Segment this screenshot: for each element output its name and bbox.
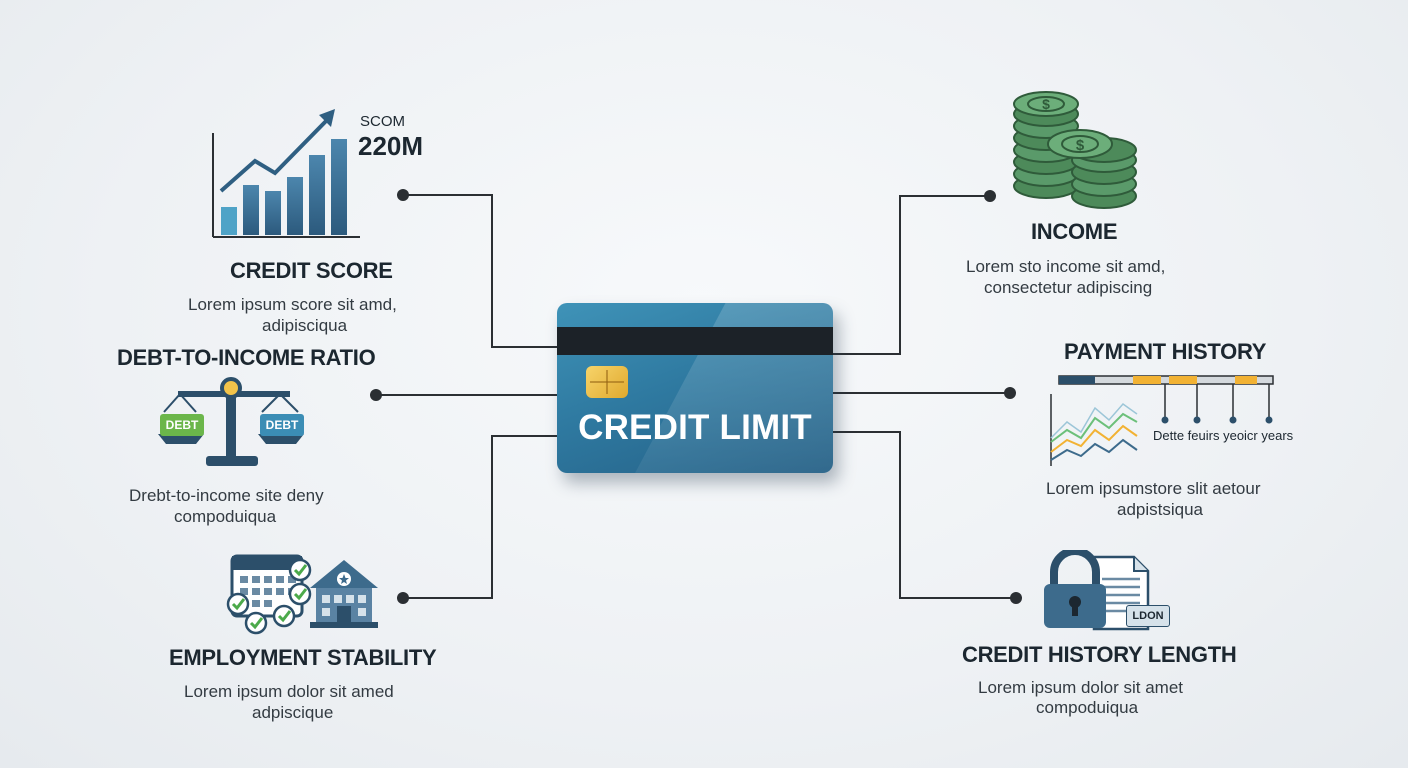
connector-credit-score [403,194,557,348]
credit-limit-label: CREDIT LIMIT [578,408,812,447]
timeline-chart-icon [1050,375,1274,466]
income-desc-line2: consectetur adipiscing [984,278,1153,297]
debt-left-tag: DEBT [160,414,204,436]
employment-desc-line1: Lorem ipsum dolor sit amed [184,682,394,701]
document-tag: LDON [1126,605,1170,627]
payment-history-title: PAYMENT HISTORY [1064,339,1267,364]
connector-employment [403,435,557,599]
debt-right-tag: DEBT [260,414,304,436]
chart-small-label: SCOM [360,113,405,130]
svg-text:$: $ [1042,96,1050,112]
building-icon [310,560,378,628]
credit-card: CREDIT LIMIT [557,303,833,473]
card-magnetic-stripe [557,327,833,355]
debt-to-income-desc-line2: compoduiqua [174,507,277,526]
payment-history-desc-line1: Lorem ipsumstore slit aetour [1046,479,1261,498]
debt-to-income-title: DEBT-TO-INCOME RATIO [117,345,376,370]
debt-to-income-desc-line1: Drebt-to-income site deny [129,486,324,505]
bar-chart-icon [212,109,360,238]
credit-history-desc-line1: Lorem ipsum dolor sit amet [978,678,1184,697]
income-desc-line1: Lorem sto income sit amd, [966,257,1166,276]
chart-big-label: 220M [358,131,424,161]
credit-history-title: CREDIT HISTORY LENGTH [962,642,1237,667]
income-title: INCOME [1031,219,1118,244]
connector-dot-credit-history [1010,592,1022,604]
padlock-icon [1044,550,1106,628]
credit-score-desc-line1: Lorem ipsum score sit amd, [188,295,397,314]
credit-score-desc-line2: adipisciqua [262,316,348,335]
payment-timeline-label: Dette feuirs yeoicr years [1153,428,1294,443]
employment-desc-line2: adpiscique [252,703,334,722]
payment-history-desc-line2: adpistsiqua [1117,500,1204,519]
connector-dot-debt-to-income [370,389,382,401]
credit-history-desc-line2: compoduiqua [1036,698,1139,717]
connector-dot-income [984,190,996,202]
svg-text:$: $ [1076,137,1085,154]
connector-dot-payment-history [1004,387,1016,399]
scale-icon [158,377,304,466]
calendar-icon [226,554,312,635]
money-stack-icon: $ $ [1013,91,1137,209]
employment-title: EMPLOYMENT STABILITY [169,645,437,670]
connector-dot-credit-score [397,189,409,201]
credit-score-title: CREDIT SCORE [230,258,393,283]
connector-dot-employment [397,592,409,604]
connector-income [833,195,990,355]
card-chip-icon [586,366,628,398]
connector-credit-history [833,431,1016,599]
